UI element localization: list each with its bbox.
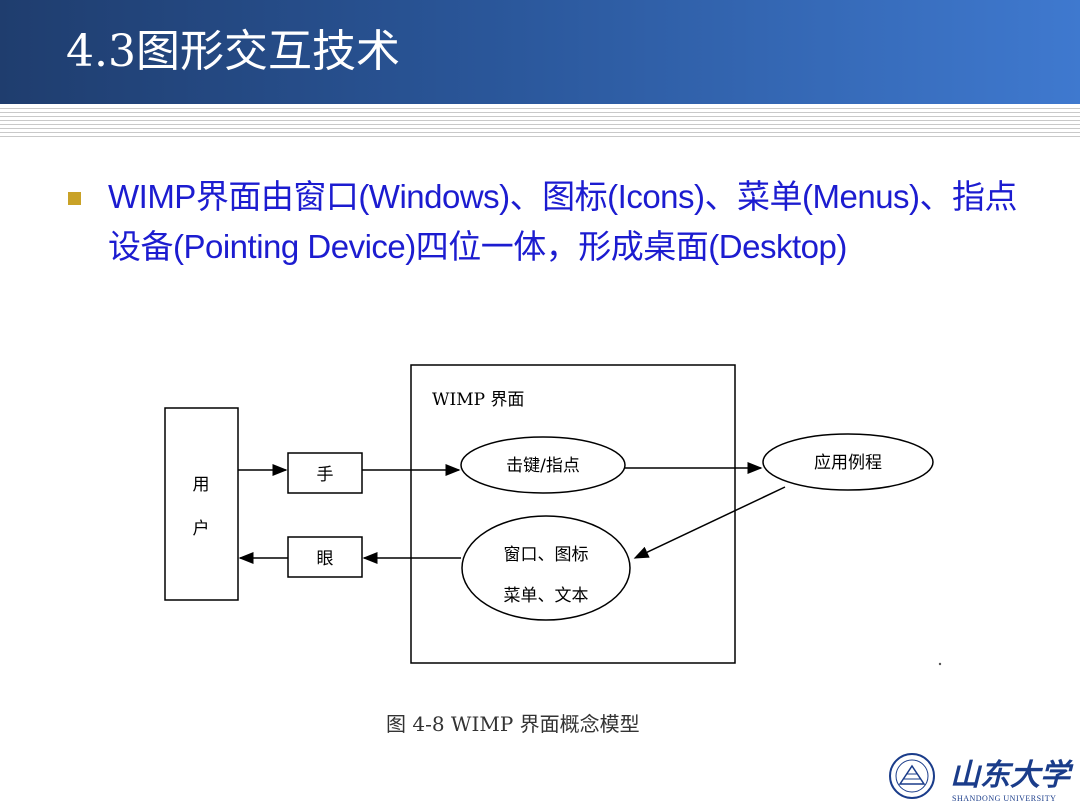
figure-caption: 图 4-8 WIMP 界面概念模型 (386, 712, 640, 736)
slide-title: 4.3图形交互技术 (66, 26, 400, 77)
eye-box (287, 536, 363, 578)
keystroke-label: 击键/指点 (506, 456, 580, 476)
university-name-en: SHANDONG UNIVERSITY (952, 794, 1057, 803)
hand-box (287, 452, 363, 494)
app-ellipse (762, 433, 934, 491)
window-label-2: 菜单、文本 (504, 586, 589, 606)
header-rule-lines (0, 104, 1080, 144)
user-label-2: 户 (193, 519, 210, 539)
university-logo (889, 753, 935, 799)
wimp-box (410, 364, 736, 664)
stray-dot (938, 662, 942, 666)
user-box (164, 407, 239, 601)
app-label: 应用例程 (814, 453, 882, 473)
window-label-1: 窗口、图标 (504, 545, 589, 565)
university-name: 山东大学 (950, 758, 1070, 793)
bullet-square-icon (68, 192, 81, 205)
university-seal-icon (889, 753, 935, 799)
title-bar: 4.3图形交互技术 (0, 0, 1080, 104)
bullet-text: WIMP界面由窗口(Windows)、图标(Icons)、菜单(Menus)、指… (108, 178, 1018, 265)
hand-label: 手 (317, 465, 334, 485)
keystroke-ellipse (460, 436, 626, 494)
window-ellipse (461, 515, 631, 621)
eye-label: 眼 (317, 549, 334, 569)
user-label-1: 用 (193, 475, 210, 495)
wimp-label: WIMP 界面 (432, 390, 524, 410)
arrow-app-to-window (633, 486, 786, 559)
